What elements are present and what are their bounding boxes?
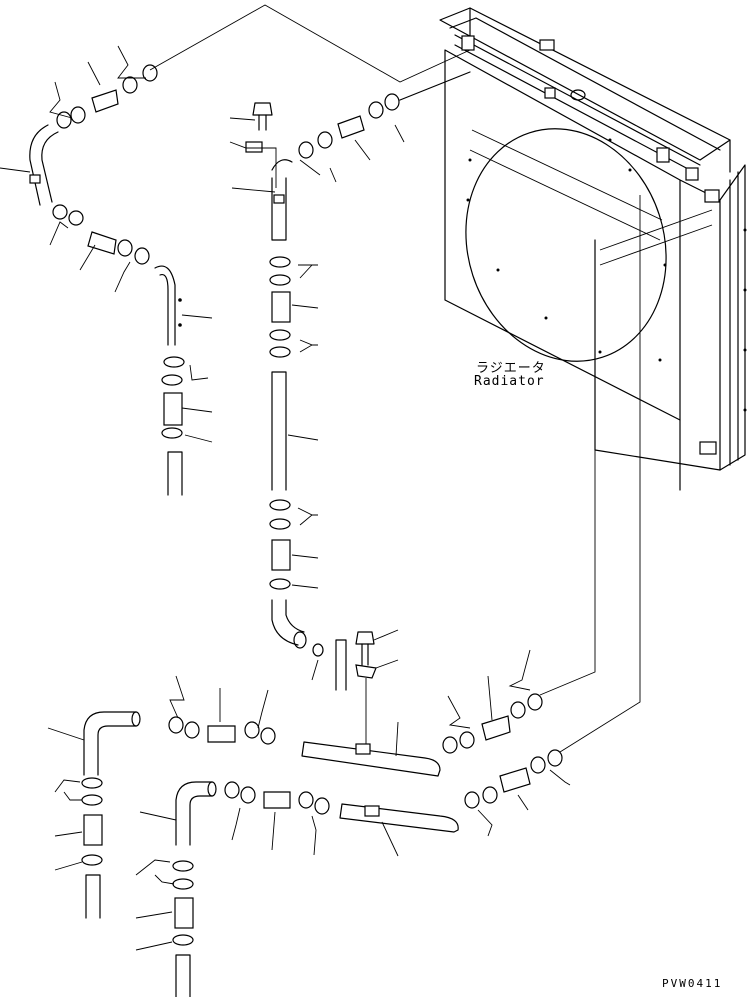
upper-left-pipes [29, 64, 185, 496]
leader-lines [149, 4, 641, 753]
center-pipes [245, 102, 377, 748]
drawing-code: PVW0411 [662, 977, 723, 990]
lower-left-pipes [47, 675, 330, 997]
radiator-label-japanese: ラジエータ [476, 361, 546, 376]
radiator-assembly [439, 7, 747, 491]
lower-horizontal-pipes [301, 649, 571, 857]
upper-right-hose [298, 71, 471, 159]
callout-leaders [0, 45, 405, 681]
radiator-label-english: Radiator [474, 374, 545, 389]
